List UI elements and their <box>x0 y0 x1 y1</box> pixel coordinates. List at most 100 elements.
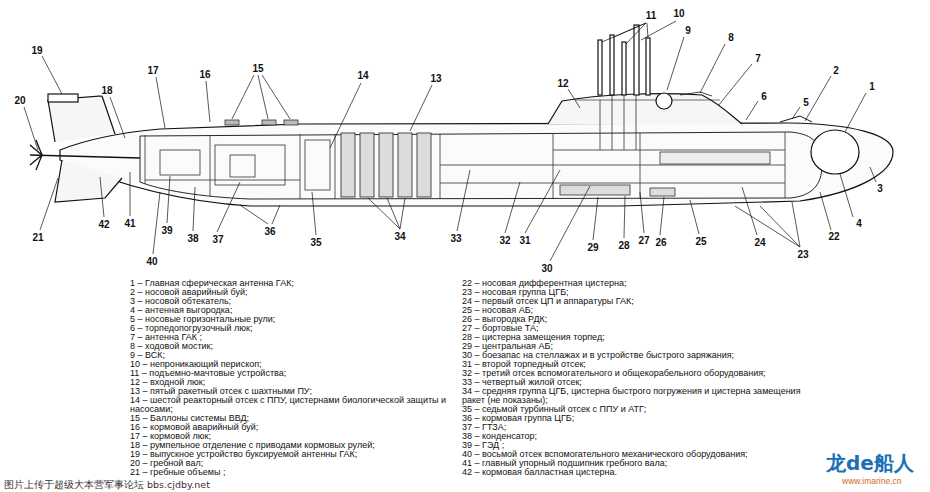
drawing-part <box>553 133 554 199</box>
callout-number: 42 <box>97 219 110 230</box>
drawing-part <box>636 95 637 150</box>
drawing-part <box>360 133 374 197</box>
drawing-part <box>640 192 644 233</box>
legend-text: 17 – кормовой люк; <box>130 432 455 441</box>
callout-number: 39 <box>160 225 173 236</box>
drawing-part <box>667 37 684 90</box>
callout-number: 23 <box>796 249 809 260</box>
drawing-part <box>560 185 630 195</box>
legend-text: 11 – подъемно-мачтовые устройства; <box>130 369 455 378</box>
drawing-part <box>746 101 758 120</box>
callout-number: 41 <box>123 218 136 229</box>
drawing-part <box>660 197 664 235</box>
drawing-part <box>100 177 104 217</box>
drawing-part <box>690 200 699 234</box>
callout-number: 29 <box>586 242 599 253</box>
legend-text: 2 – носовой аварийный буй; <box>130 288 455 297</box>
legend-text: 40 – восьмой отсек вспомогательного меха… <box>462 450 814 459</box>
legend-text: 24 – первый отсек ЦП и аппаратуры ГАК; <box>462 297 814 306</box>
legend-text: 6 – торпедопогрузочный люк; <box>130 324 455 333</box>
logo-url: www.imarine.cn <box>842 476 902 486</box>
drawing-part <box>110 97 125 138</box>
callout-number: 1 <box>868 81 876 92</box>
drawing-part <box>24 107 38 150</box>
drawing-part <box>820 192 831 230</box>
legend-text: 22 – носовая дифферентная цистерна; <box>462 279 814 288</box>
drawing-part <box>575 100 720 101</box>
drawing-part <box>602 23 648 44</box>
drawing-part <box>210 135 211 196</box>
callout-number: 32 <box>498 235 511 246</box>
callout-number: 9 <box>684 25 692 36</box>
legend-text: 37 – ГТЗА; <box>462 423 814 432</box>
drawing-part <box>640 133 641 199</box>
callout-number: 34 <box>393 231 406 242</box>
legend-text: 35 – седьмой турбинный отсек с ППУ и АТГ… <box>462 405 814 414</box>
legend-text: 39 – ГЭД ; <box>462 441 814 450</box>
drawing-part <box>40 178 58 230</box>
compartments <box>145 95 785 199</box>
drawing-part <box>145 135 146 184</box>
drawing-part <box>130 172 131 216</box>
legend-text: 36 – кормовая группа ЦГБ; <box>462 414 814 423</box>
callout-number: 12 <box>556 78 569 89</box>
legend-text: 21 – гребные объемы ; <box>130 468 455 477</box>
drawing-part <box>742 187 757 235</box>
callout-number: 20 <box>13 95 26 106</box>
legend-text: 18 – румпельное отделение с приводами ко… <box>130 441 455 450</box>
callout-number: 15 <box>251 63 264 74</box>
legend-text: 26 – выгородка РДК; <box>462 315 814 324</box>
drawing-part <box>700 44 725 93</box>
drawing-part <box>612 95 613 150</box>
watermark-text: 图片上传于超级大本营军事论坛 bbs.cjdby.net <box>4 479 210 490</box>
drawing-part <box>160 150 200 175</box>
drawing-part <box>792 107 800 119</box>
callout-number: 7 <box>754 53 762 64</box>
drawing-part <box>225 120 239 125</box>
drawing-part <box>48 94 78 102</box>
legend-text: 10 – непроникающий перископ; <box>130 360 455 369</box>
callout-number: 6 <box>760 91 768 102</box>
legend-text: 42 – кормовая балластная цистерна. <box>462 468 814 477</box>
callout-number: 30 <box>540 263 553 274</box>
drawing-part <box>410 85 432 131</box>
legend-text: 27 – бортовые ТА; <box>462 324 814 333</box>
callout-number: 24 <box>753 237 766 248</box>
legend-text: 41 – главный упорный подшипник гребного … <box>462 459 814 468</box>
drawing-part <box>550 186 590 261</box>
legend-text: 19 – выпускное устройство буксируемой ан… <box>130 450 455 459</box>
drawing-part <box>330 83 361 148</box>
callout-number: 28 <box>617 240 630 251</box>
callout-number: 19 <box>30 45 43 56</box>
legend-text: 14 – шестой реакторный отсек с ППУ, цист… <box>130 396 455 414</box>
legend-text: 20 – гребной вал; <box>130 459 455 468</box>
drawing-part <box>622 42 626 95</box>
drawing-part <box>284 120 298 125</box>
drawing-part <box>610 35 614 95</box>
legend-text: 34 – средняя группа ЦГБ, цистерна быстро… <box>462 387 814 405</box>
legend-text: 33 – четвертый жилой отсек; <box>462 378 814 387</box>
callout-number: 36 <box>263 226 276 237</box>
missile-tubes <box>341 133 431 197</box>
legend-text: 12 – входной люк; <box>130 378 455 387</box>
drawing-part <box>811 130 859 174</box>
callout-number: 14 <box>356 70 369 81</box>
drawing-part <box>718 64 752 106</box>
drawing-part <box>660 152 770 164</box>
callout-number: 11 <box>645 10 658 21</box>
legend-text: 16 – кормовой аварийный буй; <box>130 423 455 432</box>
drawing-part <box>656 93 672 109</box>
drawing-part <box>624 95 625 150</box>
callout-number: 4 <box>855 218 863 229</box>
drawing-part <box>568 89 580 108</box>
callout-number: 3 <box>876 183 884 194</box>
legend-text: 9 – ВСК; <box>130 351 455 360</box>
drawing-part <box>42 56 62 94</box>
drawing-part <box>167 176 170 223</box>
callout-number: 10 <box>672 8 685 19</box>
drawing-part <box>305 140 330 190</box>
callout-number: 26 <box>654 237 667 248</box>
drawing-part <box>341 133 355 197</box>
legend-text: 30 – боезапас на стеллажах и в устройств… <box>462 351 814 360</box>
callout-number: 33 <box>449 233 462 244</box>
